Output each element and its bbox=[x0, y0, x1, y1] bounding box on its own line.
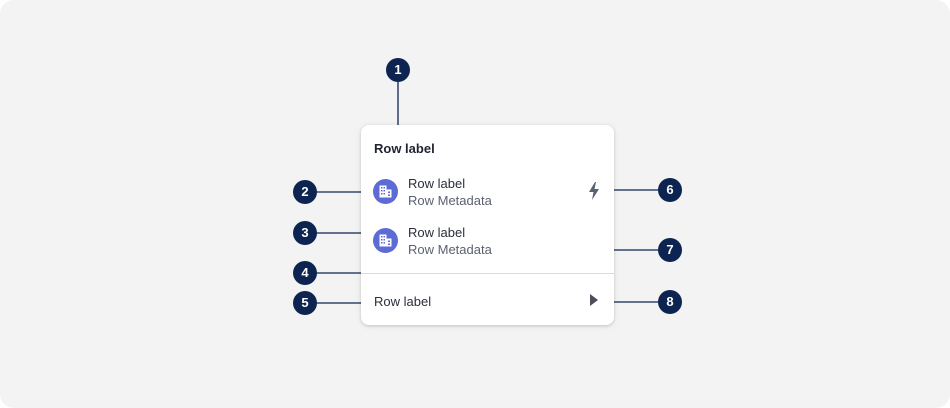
menu-divider bbox=[361, 273, 614, 274]
callout-7: 7 bbox=[658, 238, 682, 262]
row-2-metadata: Row Metadata bbox=[408, 242, 492, 257]
callout-6: 6 bbox=[658, 178, 682, 202]
row-1-metadata: Row Metadata bbox=[408, 193, 492, 208]
callout-2: 2 bbox=[293, 180, 317, 204]
building-icon bbox=[373, 228, 398, 253]
building-icon bbox=[373, 179, 398, 204]
callout-3: 3 bbox=[293, 221, 317, 245]
menu-card: Row label Row label Row Metadata bbox=[361, 125, 614, 325]
callout-1: 1 bbox=[386, 58, 410, 82]
building-glyph bbox=[379, 234, 392, 247]
chevron-right-icon[interactable] bbox=[590, 294, 598, 306]
row-2-label[interactable]: Row label bbox=[408, 225, 466, 240]
callout-4: 4 bbox=[293, 261, 317, 285]
building-glyph bbox=[379, 185, 392, 198]
row-3-label[interactable]: Row label bbox=[374, 294, 432, 309]
callout-5: 5 bbox=[293, 291, 317, 315]
row-1-label[interactable]: Row label bbox=[408, 176, 466, 191]
callout-8: 8 bbox=[658, 290, 682, 314]
menu-header-label: Row label bbox=[374, 141, 435, 156]
lightning-icon[interactable] bbox=[588, 182, 600, 200]
